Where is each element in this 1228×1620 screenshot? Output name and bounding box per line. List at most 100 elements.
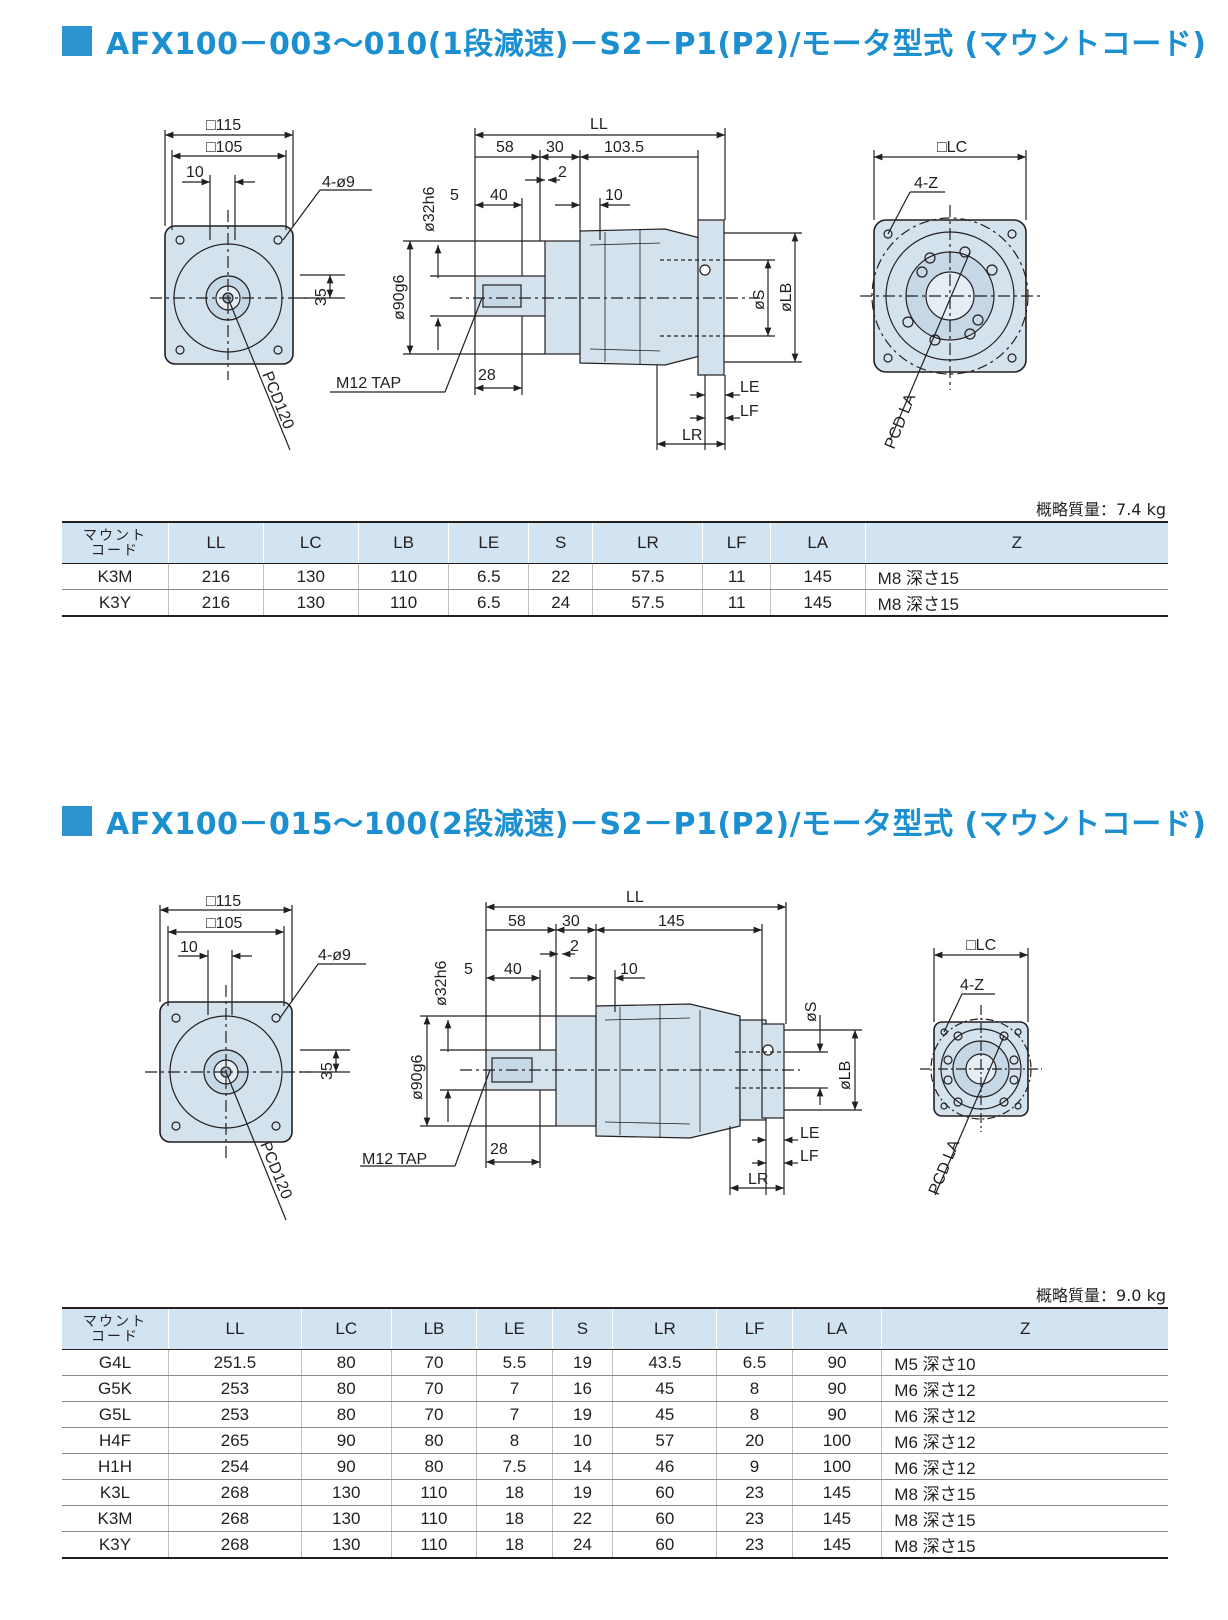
dim-5: 5 — [464, 961, 473, 978]
cell-la: 90 — [791, 1401, 882, 1428]
dimension-drawing: □115 □105 10 4-ø9 35 PCD120 LL 58 30 145… — [145, 889, 1042, 1221]
cell-mount-code: K3M — [62, 1505, 169, 1532]
cell-lf: 23 — [716, 1505, 793, 1532]
dim-s: øS — [751, 290, 768, 310]
cell-lb: 70 — [390, 1401, 477, 1428]
dim-pcd: PCD120 — [256, 1139, 294, 1202]
col-lf: LF — [702, 521, 771, 564]
dim-30: 30 — [546, 139, 564, 156]
dim-square-115: □115 — [206, 117, 241, 134]
dim-pilot-dia: ø90g6 — [409, 1055, 426, 1100]
cell-s: 24 — [528, 589, 593, 617]
spec-table: マウントコード LL LC LB LE S LR LF LA Z K3M 216… — [62, 521, 1168, 617]
dim-30: 30 — [562, 913, 580, 930]
cell-lr: 43.5 — [612, 1349, 717, 1376]
col-lf: LF — [716, 1307, 793, 1350]
col-le: LE — [448, 521, 529, 564]
cell-ll: 216 — [168, 563, 264, 590]
cell-mount-code: K3M — [62, 563, 169, 590]
dim-ll: LL — [626, 889, 644, 906]
dim-lf: LF — [800, 1148, 819, 1165]
cell-le: 7 — [476, 1375, 553, 1402]
cell-mount-code: G4L — [62, 1349, 169, 1376]
cell-s: 19 — [551, 1349, 613, 1376]
cell-lc: 80 — [300, 1349, 392, 1376]
cell-ll: 265 — [168, 1427, 302, 1454]
dim-lb: øLB — [837, 1061, 854, 1090]
cell-lc: 130 — [262, 589, 359, 617]
dim-lf: LF — [740, 403, 759, 420]
table-row: K3M 216 130 110 6.5 22 57.5 11 145 M8 深さ… — [62, 563, 1168, 590]
cell-lr: 45 — [612, 1401, 717, 1428]
dim-z: 4-Z — [914, 175, 938, 192]
dim-lb: øLB — [778, 283, 795, 312]
cell-z: M8 深さ15 — [864, 589, 1168, 617]
cell-ll: 251.5 — [168, 1349, 302, 1376]
front-view — [145, 905, 366, 1221]
dim-square-lc: □LC — [937, 139, 967, 156]
dim-square-lc: □LC — [966, 937, 996, 954]
cell-mount-code: H4F — [62, 1427, 169, 1454]
dim-lr: LR — [682, 427, 702, 444]
cell-lb: 70 — [390, 1349, 477, 1376]
dim-pilot-dia: ø90g6 — [391, 275, 408, 320]
dim-holes: 4-ø9 — [322, 174, 355, 191]
cell-ll: 268 — [168, 1505, 302, 1532]
cell-lr: 46 — [612, 1453, 717, 1480]
cell-lc: 130 — [300, 1505, 392, 1532]
cell-ll: 268 — [168, 1479, 302, 1506]
cell-s: 19 — [551, 1401, 613, 1428]
dim-35: 35 — [313, 288, 330, 306]
dim-40: 40 — [504, 961, 522, 978]
cell-le: 18 — [476, 1479, 553, 1506]
cell-z: M6 深さ12 — [881, 1453, 1168, 1480]
dim-2: 2 — [558, 164, 567, 181]
dim-10: 10 — [180, 939, 198, 956]
cell-lb: 110 — [390, 1531, 477, 1559]
dim-58: 58 — [496, 139, 514, 156]
cell-le: 18 — [476, 1505, 553, 1532]
cell-mount-code: G5L — [62, 1401, 169, 1428]
cell-lc: 90 — [300, 1427, 392, 1454]
cell-lb: 80 — [390, 1427, 477, 1454]
cell-le: 18 — [476, 1531, 553, 1559]
dim-s: øS — [803, 1002, 820, 1022]
dim-le: LE — [800, 1125, 820, 1142]
cell-lc: 130 — [262, 563, 359, 590]
cell-s: 22 — [551, 1505, 613, 1532]
dim-5: 5 — [450, 187, 459, 204]
cell-lr: 60 — [612, 1479, 717, 1506]
dim-40: 40 — [490, 187, 508, 204]
cell-lr: 60 — [612, 1505, 717, 1532]
cell-mount-code: K3Y — [62, 589, 169, 617]
col-le: LE — [476, 1307, 553, 1350]
cell-lr: 45 — [612, 1375, 717, 1402]
cell-z: M5 深さ10 — [881, 1349, 1168, 1376]
cell-lb: 80 — [390, 1453, 477, 1480]
flange-view — [860, 150, 1040, 441]
cell-lb: 110 — [390, 1505, 477, 1532]
section-title: AFX100－003～010(1段減速)－S2－P1(P2)/モータ型式 (マウ… — [62, 24, 1206, 62]
cell-le: 7.5 — [476, 1453, 553, 1480]
col-z: Z — [881, 1307, 1168, 1350]
dim-tap: M12 TAP — [362, 1151, 427, 1168]
flange-view — [920, 948, 1042, 1196]
col-lr: LR — [612, 1307, 717, 1350]
cell-lc: 90 — [300, 1453, 392, 1480]
cell-z: M6 深さ12 — [881, 1427, 1168, 1454]
cell-la: 100 — [791, 1453, 882, 1480]
dim-ll: LL — [590, 116, 608, 133]
table-row: K3Y 216 130 110 6.5 24 57.5 11 145 M8 深さ… — [62, 589, 1168, 617]
cell-z: M6 深さ12 — [881, 1375, 1168, 1402]
col-ll: LL — [168, 1307, 302, 1350]
cell-z: M8 深さ15 — [881, 1505, 1168, 1532]
dim-28: 28 — [490, 1141, 508, 1158]
cell-ll: 253 — [168, 1401, 302, 1428]
col-z: Z — [864, 521, 1168, 564]
cell-la: 145 — [791, 1505, 882, 1532]
approx-mass: 概略質量：7.4 kg — [1036, 500, 1166, 519]
cell-ll: 216 — [168, 589, 264, 617]
